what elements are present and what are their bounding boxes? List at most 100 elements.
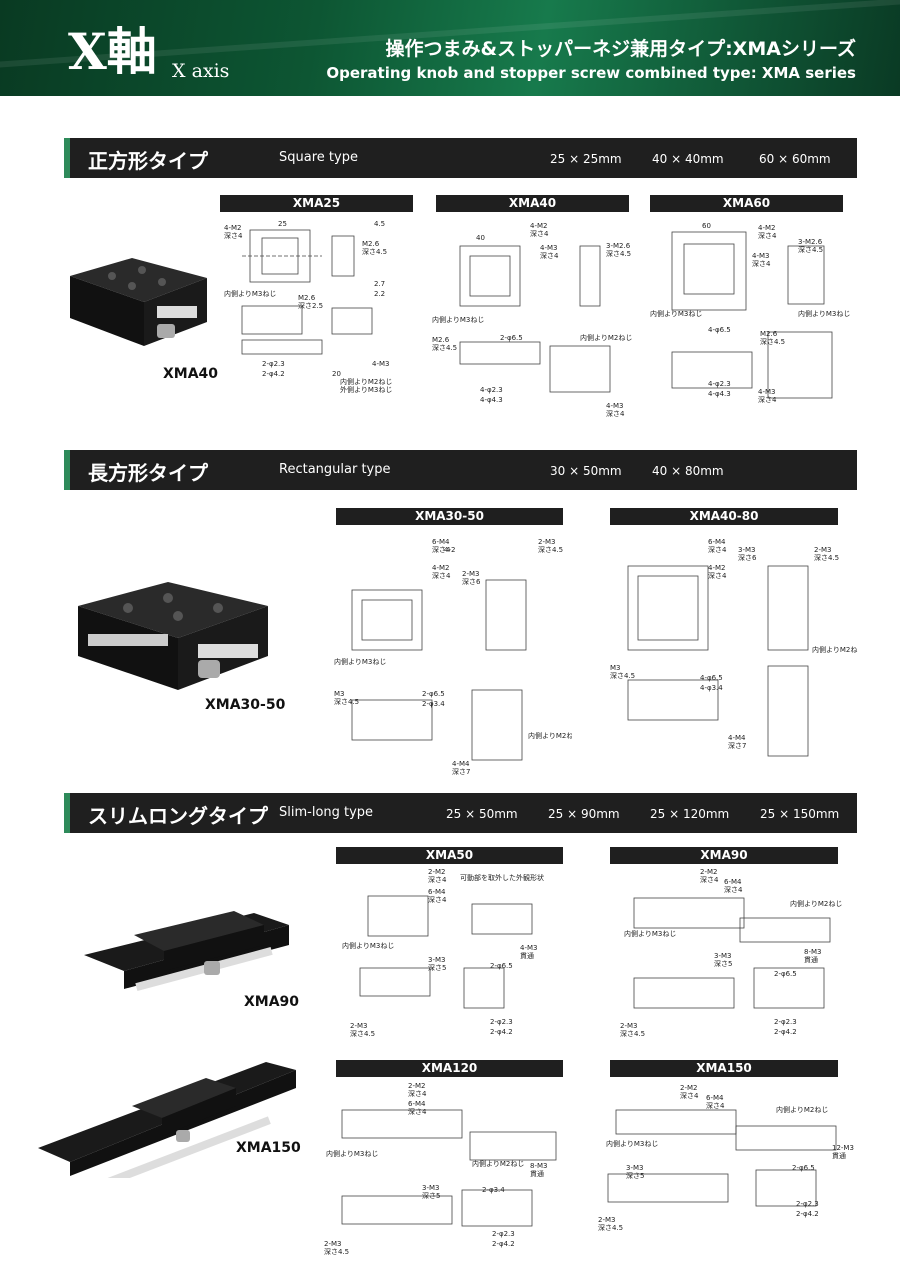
svg-text:M3: M3 [610, 664, 621, 672]
svg-text:2-φ2.3: 2-φ2.3 [262, 360, 285, 368]
note: 可動部を取外した外観形状 [460, 873, 544, 882]
svg-text:深さ5: 深さ5 [626, 1171, 644, 1180]
svg-text:6-M4: 6-M4 [708, 538, 726, 546]
svg-text:2-φ6.5: 2-φ6.5 [792, 1164, 815, 1172]
page-subtitle: X axis [172, 60, 230, 82]
model-label: XMA25 [220, 195, 413, 212]
product-name: XMA90 [244, 994, 300, 1010]
svg-text:深さ4: 深さ4 [708, 571, 727, 580]
svg-text:4-M3: 4-M3 [752, 252, 769, 260]
note: 内側よりM3ねじ [798, 309, 850, 318]
svg-text:2-φ3.4: 2-φ3.4 [482, 1186, 505, 1194]
svg-text:深さ4: 深さ4 [758, 395, 777, 404]
svg-text:深さ4: 深さ4 [700, 875, 719, 884]
svg-text:深さ4.5: 深さ4.5 [432, 343, 457, 352]
product-photo-xma150 [38, 1062, 296, 1178]
svg-text:3-M3: 3-M3 [626, 1164, 643, 1172]
svg-text:深さ4: 深さ4 [432, 571, 451, 580]
svg-text:深さ4: 深さ4 [706, 1101, 725, 1110]
note: 内側よりM2ねじ [580, 333, 632, 342]
section-title-en: Square type [279, 150, 358, 165]
svg-text:深さ4.5: 深さ4.5 [362, 247, 387, 256]
svg-text:8-M3: 8-M3 [804, 948, 821, 956]
size-label: 40 × 80mm [652, 464, 724, 478]
svg-text:2-φ6.5: 2-φ6.5 [490, 962, 513, 970]
svg-text:深さ7: 深さ7 [728, 741, 746, 750]
svg-text:深さ4: 深さ4 [408, 1107, 427, 1116]
svg-text:2.2: 2.2 [374, 290, 385, 298]
svg-text:3-M3: 3-M3 [738, 546, 755, 554]
svg-text:2-φ6.5: 2-φ6.5 [774, 970, 797, 978]
svg-text:深さ5: 深さ5 [714, 959, 732, 968]
section-bar-rectangular: 長方形タイプ Rectangular type 30 × 50mm 40 × 8… [64, 450, 857, 490]
svg-text:4-φ3.4: 4-φ3.4 [700, 684, 723, 692]
svg-text:3-M2.6: 3-M2.6 [606, 242, 631, 250]
svg-text:8-M3: 8-M3 [530, 1162, 547, 1170]
svg-text:4-M2: 4-M2 [530, 222, 547, 230]
svg-text:3-M3: 3-M3 [714, 952, 731, 960]
note: 外側よりM3ねじ [340, 385, 392, 394]
note: 内側よりM2ねじ [790, 899, 842, 908]
svg-text:4-M2: 4-M2 [432, 564, 449, 572]
section-title-en: Slim-long type [279, 805, 374, 820]
svg-text:深さ4: 深さ4 [530, 229, 549, 238]
svg-text:2-M3: 2-M3 [324, 1240, 341, 1248]
svg-text:3-M2.6: 3-M2.6 [798, 238, 823, 246]
svg-text:3-M3: 3-M3 [428, 956, 445, 964]
note: 内側よりM2ねじ [812, 645, 858, 654]
model-label: XMA120 [336, 1060, 563, 1077]
note: 貫通 [804, 955, 818, 964]
svg-text:2-φ2.3: 2-φ2.3 [774, 1018, 797, 1026]
model-label: XMA150 [610, 1060, 838, 1077]
svg-text:4-φ4.3: 4-φ4.3 [708, 390, 731, 398]
size-label: 25 × 150mm [760, 807, 840, 821]
note: 貫通 [520, 951, 534, 960]
svg-text:2-φ4.2: 2-φ4.2 [774, 1028, 797, 1036]
svg-text:2-φ2.3: 2-φ2.3 [490, 1018, 513, 1026]
product-name: XMA150 [236, 1140, 301, 1156]
svg-text:M2.6: M2.6 [432, 336, 450, 344]
svg-text:6-M4: 6-M4 [724, 878, 742, 886]
svg-text:深さ4.5: 深さ4.5 [334, 697, 359, 706]
size-label: 30 × 50mm [550, 464, 622, 478]
svg-text:深さ2.5: 深さ2.5 [298, 301, 323, 310]
svg-text:4-M4: 4-M4 [452, 760, 470, 768]
svg-text:2-φ4.2: 2-φ4.2 [262, 370, 285, 378]
svg-text:4-M3: 4-M3 [372, 360, 389, 368]
note: 内側よりM3ねじ [650, 309, 702, 318]
product-name: XMA30-50 [205, 697, 286, 713]
note: 内側よりM3ねじ [432, 315, 484, 324]
size-label: 25 × 120mm [650, 807, 730, 821]
svg-text:4-M3: 4-M3 [520, 944, 537, 952]
svg-text:4-M3: 4-M3 [606, 402, 623, 410]
svg-text:2-φ6.5: 2-φ6.5 [422, 690, 445, 698]
model-label: XMA30-50 [336, 508, 563, 525]
svg-text:40: 40 [476, 234, 485, 242]
svg-text:6-M4: 6-M4 [428, 888, 446, 896]
svg-text:4-φ6.5: 4-φ6.5 [708, 326, 731, 334]
model-label: XMA90 [610, 847, 838, 864]
svg-text:深さ4: 深さ4 [606, 409, 625, 418]
svg-text:深さ4.5: 深さ4.5 [606, 249, 631, 258]
svg-text:2-φ4.2: 2-φ4.2 [796, 1210, 819, 1218]
size-label: 25 × 25mm [550, 152, 622, 166]
section-title-jp: スリムロングタイプ [88, 804, 268, 828]
svg-text:深さ4.5: 深さ4.5 [760, 337, 785, 346]
note: 内側よりM3ねじ [624, 929, 676, 938]
section-title-jp: 正方形タイプ [88, 149, 208, 173]
svg-text:深さ4: 深さ4 [540, 251, 559, 260]
note: 内側よりM3ねじ [326, 1149, 378, 1158]
svg-text:深さ4.5: 深さ4.5 [814, 553, 839, 562]
svg-text:4-M3: 4-M3 [540, 244, 557, 252]
svg-text:深さ4.5: 深さ4.5 [598, 1223, 623, 1232]
svg-text:M3: M3 [334, 690, 345, 698]
svg-text:25: 25 [278, 220, 287, 228]
bar-accent [64, 450, 70, 490]
note: 内側よりM2ねじ [472, 1159, 524, 1168]
svg-text:深さ5: 深さ5 [422, 1191, 440, 1200]
svg-text:12-M3: 12-M3 [832, 1144, 854, 1152]
svg-text:6-M4: 6-M4 [432, 538, 450, 546]
note: 内側よりM3ねじ [606, 1139, 658, 1148]
